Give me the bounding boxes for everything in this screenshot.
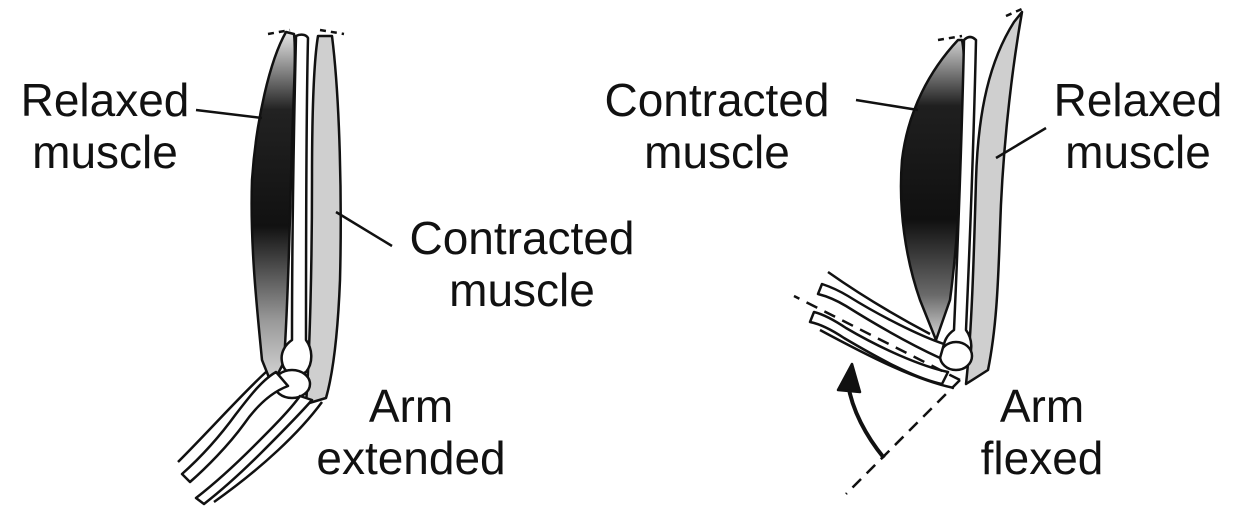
arm-extended-label: Arm extended <box>296 380 526 484</box>
right-elbow-joint <box>940 342 972 370</box>
right-contracted-muscle-label: Contracted muscle <box>582 74 852 178</box>
right-relaxed-label-line-1: Relaxed <box>1038 74 1238 126</box>
right-relaxed-muscle-label: Relaxed muscle <box>1038 74 1238 178</box>
left-relaxed-label-line-1: Relaxed <box>0 74 210 126</box>
right-flexion-arrow <box>848 384 884 458</box>
arm-flexed-label-line-2: flexed <box>962 432 1122 484</box>
arm-extended-label-line-2: extended <box>296 432 526 484</box>
arm-extended-label-line-1: Arm <box>296 380 526 432</box>
left-relaxed-muscle-label: Relaxed muscle <box>0 74 210 178</box>
right-contracted-label-line-1: Contracted <box>582 74 852 126</box>
left-contracted-label-line-2: muscle <box>388 264 656 316</box>
left-contracted-leader-line <box>336 212 392 246</box>
left-relaxed-label-line-2: muscle <box>0 126 210 178</box>
right-original-position-guide <box>846 380 960 494</box>
right-flexion-arrowhead <box>838 364 860 392</box>
right-contracted-label-line-2: muscle <box>582 126 852 178</box>
arm-flexed-label: Arm flexed <box>962 380 1122 484</box>
right-relaxed-label-line-2: muscle <box>1038 126 1238 178</box>
left-contracted-muscle-label: Contracted muscle <box>388 212 656 316</box>
left-biceps-relaxed-muscle <box>252 32 295 385</box>
left-contracted-label-line-1: Contracted <box>388 212 656 264</box>
arm-flexed-label-line-1: Arm <box>962 380 1122 432</box>
left-shoulder-cut-line-2 <box>320 30 344 34</box>
right-contracted-leader-line <box>856 100 918 110</box>
